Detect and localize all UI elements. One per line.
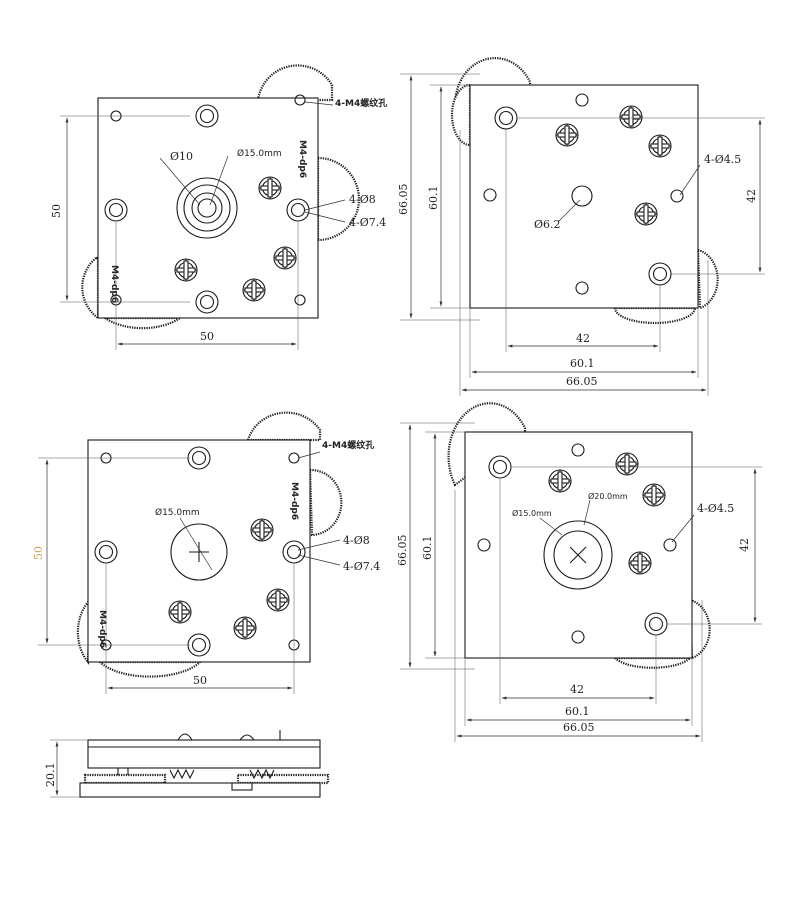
dim-66-05-horizontal: 66.05 (563, 721, 595, 734)
dim-hole-4-5: 4-Ø4.5 (704, 153, 741, 166)
knurled-knob (308, 468, 343, 537)
screw-head (555, 123, 579, 147)
dim-hole-8: 4-Ø8 (343, 534, 370, 547)
mount-hole (477, 538, 491, 552)
dim-horizontal-50: 50 (193, 674, 207, 687)
knurled-knob (97, 660, 203, 678)
base-plate (97, 97, 319, 319)
depth-label: M4-dp6 (109, 265, 119, 303)
base-plate (464, 431, 693, 659)
dim-60-1-horizontal: 60.1 (565, 705, 590, 718)
thread-note: 4-M4螺纹孔 (322, 439, 374, 451)
top-plate (87, 739, 321, 769)
screw-head (273, 246, 297, 270)
dim-66-05-vertical: 66.05 (397, 184, 410, 216)
screw-head (233, 616, 257, 640)
knurled-wheel (236, 773, 330, 785)
screw-head (168, 600, 192, 624)
screw-head (250, 518, 274, 542)
dim-diameter-15: Ø15.0mm (512, 508, 552, 518)
knurled-knob (613, 306, 697, 325)
depth-label: M4-dp6 (297, 140, 307, 178)
dim-42-vertical: 42 (738, 538, 751, 552)
screw-head (266, 588, 290, 612)
dim-horizontal-50: 50 (200, 330, 214, 343)
depth-label: M4-dp6 (97, 610, 107, 648)
knurled-wheel (83, 773, 167, 785)
dim-diameter-15: Ø15.0mm (237, 148, 282, 159)
dim-60-1-vertical: 60.1 (427, 186, 440, 211)
knurled-knob (76, 597, 92, 665)
center-bore (543, 520, 613, 590)
mount-hole (571, 443, 585, 457)
screw-head (258, 176, 282, 200)
screw-head (242, 278, 266, 302)
mount-hole (663, 538, 677, 552)
screw-head (628, 551, 652, 575)
view-mid-left: Ø15.0mm 4-M4螺纹孔 M4-dp6 M4-dp6 4-Ø8 4-Ø7.… (32, 411, 380, 694)
knurled-knob (612, 656, 693, 669)
dim-hole-7-4: 4-Ø7.4 (343, 560, 380, 573)
dim-vertical-50: 50 (32, 546, 45, 560)
dim-vertical-50: 50 (50, 204, 63, 218)
dim-66-05-horizontal: 66.05 (566, 375, 598, 388)
screw-head (648, 134, 672, 158)
knurled-knob (256, 64, 334, 102)
screw-head (634, 202, 658, 226)
screw-head (615, 452, 639, 476)
view-side: 20.1 (44, 730, 330, 798)
dim-42-vertical: 42 (745, 189, 758, 203)
dim-42-horizontal: 42 (570, 683, 584, 696)
dim-diameter-15: Ø15.0mm (155, 507, 200, 518)
view-mid-right: 66.05 60.1 Ø15.0mm Ø20.0mm 4-Ø4.5 42 42 … (396, 402, 762, 742)
dim-hole-4-5: 4-Ø4.5 (697, 502, 734, 515)
screw-head (642, 483, 666, 507)
mount-hole (571, 630, 585, 644)
dim-66-05-vertical: 66.05 (396, 535, 409, 567)
bottom-plate (79, 782, 321, 798)
m4-hole (294, 294, 306, 306)
dim-diameter-6-2: Ø6.2 (534, 218, 561, 231)
depth-label: M4-dp6 (289, 482, 299, 520)
knurled-knob (688, 598, 711, 660)
knurled-knob (81, 256, 100, 321)
thread-note: 4-M4螺纹孔 (335, 97, 387, 109)
mount-hole (670, 189, 684, 203)
dim-hole-7-4: 4-Ø7.4 (349, 216, 386, 229)
knurled-knob (246, 411, 322, 442)
dim-hole-8: 4-Ø8 (349, 193, 376, 206)
screw-head (174, 258, 198, 282)
dim-diameter-20: Ø20.0mm (588, 491, 628, 501)
mount-hole (575, 93, 589, 107)
view-top-right: 66.05 60.1 Ø6.2 4-Ø4.5 42 42 60.1 66.05 (397, 56, 765, 396)
knurled-knob (101, 316, 184, 330)
dim-height-20-1: 20.1 (44, 763, 57, 788)
dim-42-horizontal: 42 (576, 332, 590, 345)
dim-60-1-vertical: 60.1 (421, 536, 434, 561)
center-hole (571, 185, 593, 207)
mount-hole (483, 188, 497, 202)
knurled-knob (316, 156, 361, 242)
center-bore (170, 523, 228, 581)
mount-hole (575, 281, 589, 295)
base-plate (469, 84, 699, 309)
knurled-knob (450, 83, 472, 147)
center-bore (176, 177, 238, 239)
dim-diameter-10: Ø10 (170, 150, 193, 163)
m4-hole (294, 94, 306, 106)
screw-head (619, 105, 643, 129)
dim-60-1-horizontal: 60.1 (570, 357, 595, 370)
view-top-left: Ø10 Ø15.0mm 4-M4螺纹孔 M4-dp6 M4-dp6 4-Ø8 4… (50, 64, 387, 350)
screw-head (548, 469, 572, 493)
